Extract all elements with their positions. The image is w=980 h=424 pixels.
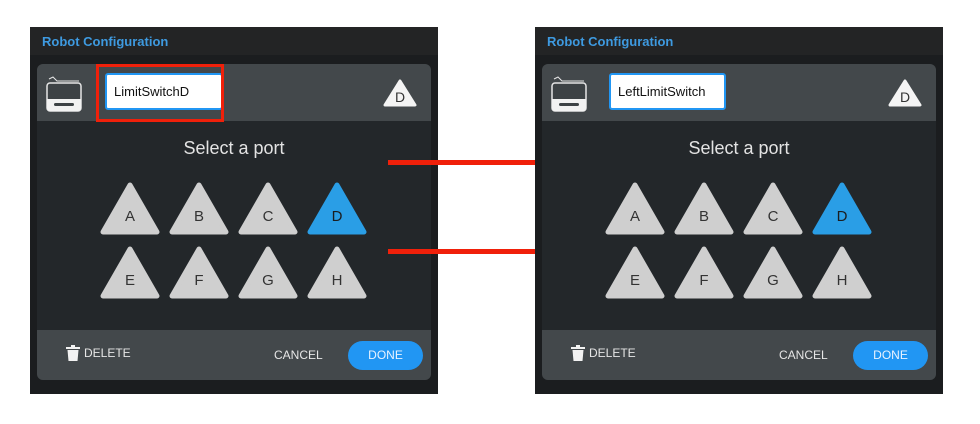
config-panel-before: Robot Configuration LimitSwitchD D Selec… <box>30 27 438 394</box>
cancel-button[interactable]: CANCEL <box>274 348 323 362</box>
dialog-footer: DELETE CANCEL DONE <box>37 330 431 380</box>
annotation-arrow-top <box>388 150 569 174</box>
port-h[interactable]: H <box>307 246 367 300</box>
port-g[interactable]: G <box>238 246 298 300</box>
config-panel-after: Robot Configuration LeftLimitSwitch D Se… <box>535 27 943 394</box>
dialog-footer: DELETE CANCEL DONE <box>542 330 936 380</box>
port-g[interactable]: G <box>743 246 803 300</box>
delete-button[interactable]: DELETE <box>66 345 131 361</box>
device-name-input[interactable]: LeftLimitSwitch <box>609 73 726 110</box>
device-header: LimitSwitchD D <box>37 64 431 122</box>
port-d-selected[interactable]: D <box>307 182 367 236</box>
port-b[interactable]: B <box>169 182 229 236</box>
trash-icon <box>66 345 80 361</box>
limit-switch-icon <box>46 76 82 112</box>
port-badge: D <box>888 79 922 107</box>
annotation-arrow-bottom <box>388 239 569 263</box>
port-f[interactable]: F <box>169 246 229 300</box>
port-c[interactable]: C <box>238 182 298 236</box>
device-name-input[interactable]: LimitSwitchD <box>105 73 223 110</box>
port-c[interactable]: C <box>743 182 803 236</box>
device-card: LimitSwitchD D Select a port A B C D E F… <box>37 64 431 380</box>
select-port-heading: Select a port <box>183 138 285 158</box>
port-f[interactable]: F <box>674 246 734 300</box>
panel-title: Robot Configuration <box>535 27 943 55</box>
port-a[interactable]: A <box>605 182 665 236</box>
cancel-button[interactable]: CANCEL <box>779 348 828 362</box>
port-d-selected[interactable]: D <box>812 182 872 236</box>
port-e[interactable]: E <box>605 246 665 300</box>
done-button[interactable]: DONE <box>853 341 928 370</box>
device-header: LeftLimitSwitch D <box>542 64 936 121</box>
port-h[interactable]: H <box>812 246 872 300</box>
device-card: LeftLimitSwitch D Select a port A B C D … <box>542 64 936 380</box>
annotation-highlight-box <box>96 64 224 122</box>
select-port-heading: Select a port <box>688 138 790 158</box>
port-e[interactable]: E <box>100 246 160 300</box>
delete-button[interactable]: DELETE <box>571 345 636 361</box>
done-button[interactable]: DONE <box>348 341 423 370</box>
panel-title: Robot Configuration <box>30 27 438 55</box>
port-a[interactable]: A <box>100 182 160 236</box>
trash-icon <box>571 345 585 361</box>
limit-switch-icon <box>551 76 587 112</box>
port-b[interactable]: B <box>674 182 734 236</box>
port-badge: D <box>383 79 417 107</box>
